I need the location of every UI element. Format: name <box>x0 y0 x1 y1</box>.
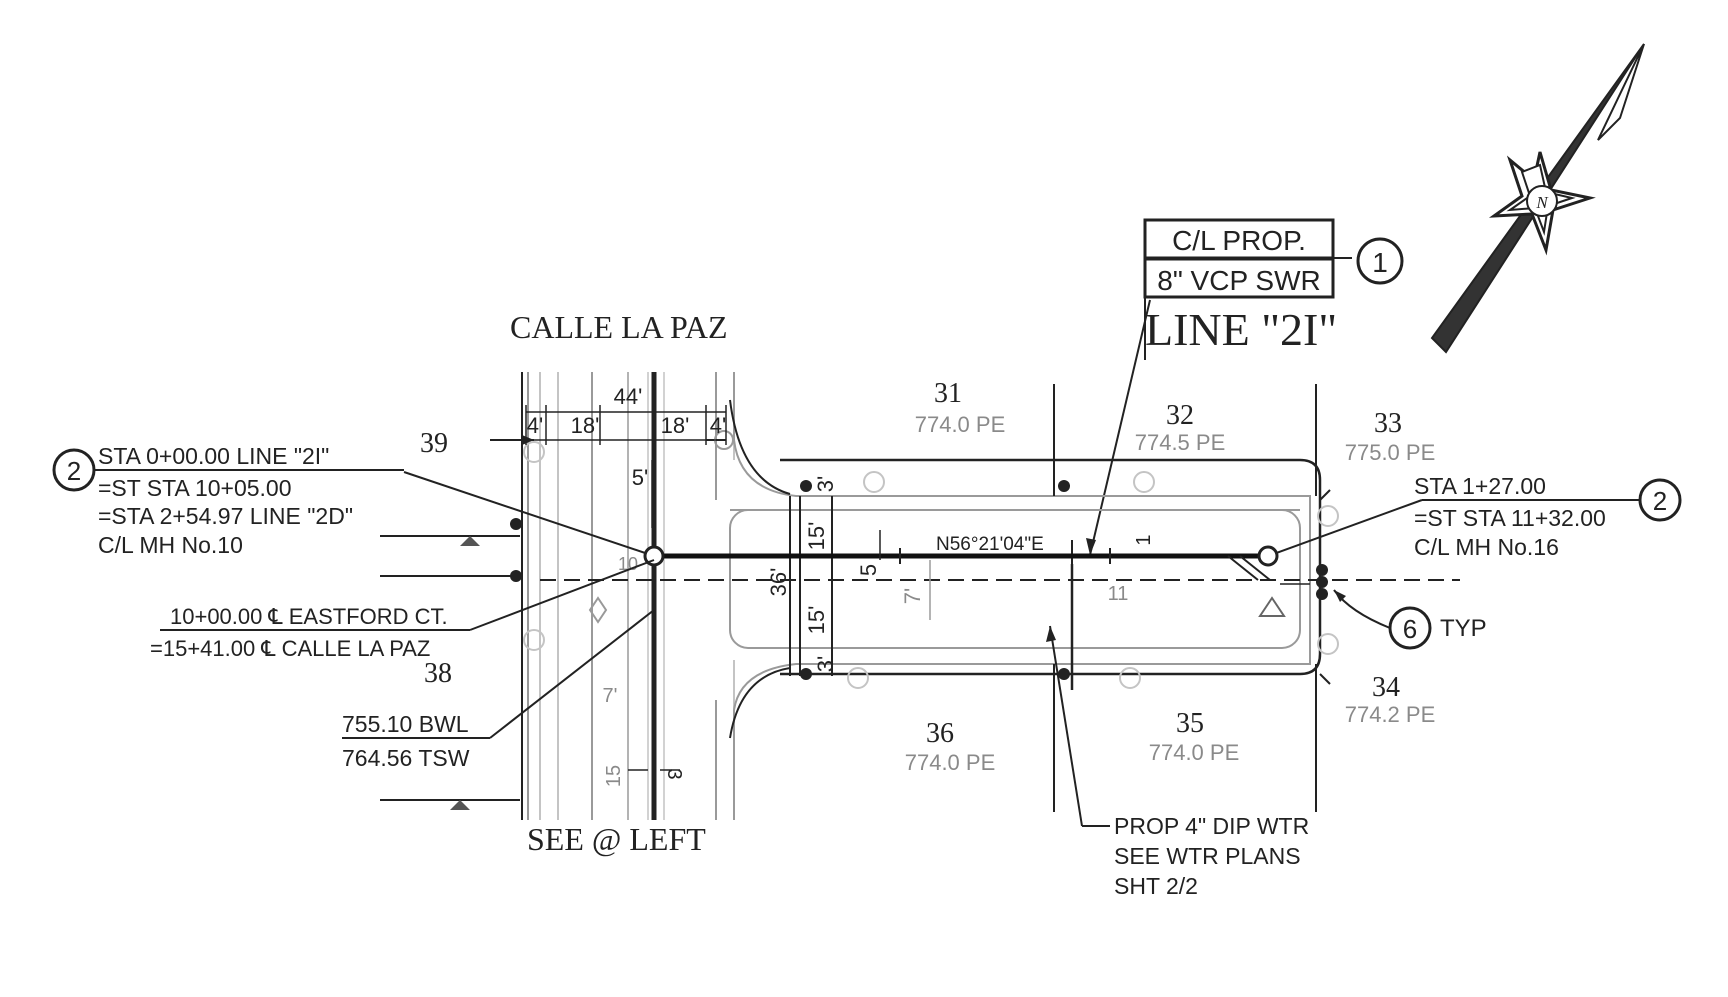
lot-35-pad: 774.0 PE <box>1149 740 1240 765</box>
water-note: PROP 4" DIP WTR SEE WTR PLANS SHT 2/2 <box>1046 625 1309 899</box>
lot-34-pad: 774.2 PE <box>1345 702 1436 727</box>
lot-31-pad: 774.0 PE <box>915 412 1006 437</box>
cross-section-dims: 3' 15' 36' 15' 3' 5 7' 11 1 7' 15 3 10 <box>603 476 1155 787</box>
right-manhole-callout: 2 STA 1+27.00 =ST STA 11+32.00 C/L MH No… <box>1414 473 1682 560</box>
dim-seg-3: 18' <box>661 413 690 438</box>
dim-left-3: 3 <box>663 768 685 779</box>
typ-callout-number: 6 <box>1403 614 1417 644</box>
dim-seg-1: 4' <box>527 413 543 438</box>
lot-36-number: 36 <box>926 718 954 749</box>
dim-seg-4: 4' <box>710 413 726 438</box>
manhole-no16 <box>1257 545 1279 567</box>
left-manhole-callout: 2 STA 0+00.00 LINE "2I" =ST STA 10+05.00… <box>52 443 404 558</box>
dim-36: 36' <box>766 568 791 597</box>
dim-15-top: 15' <box>804 522 829 551</box>
tick-1-label: 1 <box>1133 534 1155 545</box>
lot-31-number: 31 <box>934 378 962 409</box>
lot-32-pad: 774.5 PE <box>1135 430 1226 455</box>
dim-15-bottom: 15' <box>804 606 829 635</box>
intersection-note: 10+00.00 ℄ EASTFORD CT. =15+41.00 ℄ CALL… <box>150 559 655 661</box>
tick-11-label: 11 <box>1108 583 1129 605</box>
north-letter: N <box>1535 193 1549 212</box>
right-mh-line3: C/L MH No.16 <box>1414 534 1559 560</box>
dim-left-10: 10 <box>618 554 638 574</box>
eastford-court <box>729 372 1331 820</box>
dim-center-5: 5 <box>856 564 881 576</box>
manhole-no10 <box>643 545 665 567</box>
lot-36-pad: 774.0 PE <box>905 750 996 775</box>
left-mh-line3: =STA 2+54.97 LINE "2D" <box>98 503 353 529</box>
sewer-label-line2: 8" VCP SWR <box>1157 265 1320 296</box>
water-note-line2: SEE WTR PLANS <box>1114 843 1301 869</box>
line-name: LINE "2I" <box>1145 304 1337 355</box>
right-mh-line1: STA 1+27.00 <box>1414 473 1546 499</box>
row-width-label: 44' <box>614 384 643 409</box>
sewer-label-box: C/L PROP. 8" VCP SWR 1 LINE "2I" <box>1086 218 1404 556</box>
right-callout-number: 2 <box>1653 486 1667 516</box>
left-mh-line2: =ST STA 10+05.00 <box>98 475 292 501</box>
intersection-line2: =15+41.00 ℄ CALLE LA PAZ <box>150 636 430 661</box>
see-left-note: SEE @ LEFT <box>527 821 706 857</box>
dim-3-bottom: 3' <box>813 656 838 672</box>
dim-seg-2: 18' <box>571 413 600 438</box>
water-note-line3: SHT 2/2 <box>1114 873 1198 899</box>
bearing-label: N56°21'04"E <box>936 534 1044 555</box>
lot-38-number: 38 <box>424 658 452 689</box>
lot-35-number: 35 <box>1176 708 1204 739</box>
water-note-line1: PROP 4" DIP WTR <box>1114 813 1309 839</box>
typ-callout-text: TYP <box>1440 615 1487 642</box>
north-arrow: N <box>1430 43 1645 354</box>
intersection-line1: 10+00.00 ℄ EASTFORD CT. <box>170 604 448 629</box>
left-mh-line4: C/L MH No.10 <box>98 532 243 558</box>
lot-34-number: 34 <box>1372 672 1400 703</box>
street-name: CALLE LA PAZ <box>510 309 728 345</box>
dim-3-top: 3' <box>813 476 838 492</box>
sewer-label-line1: C/L PROP. <box>1172 225 1306 256</box>
lot-labels: 31 774.0 PE 32 774.5 PE 33 775.0 PE 34 7… <box>420 378 1435 775</box>
left-callout-number: 2 <box>67 456 81 486</box>
lot-33-number: 33 <box>1374 408 1402 439</box>
elevation-note: 755.10 BWL 764.56 TSW <box>342 609 655 771</box>
dim-left-15: 15 <box>603 765 625 787</box>
left-mh-line1: STA 0+00.00 LINE "2I" <box>98 443 329 469</box>
dim-left-7: 7' <box>603 685 618 707</box>
typ-callout: 6 TYP <box>1333 589 1487 650</box>
offset-5-label: 5' <box>632 465 648 490</box>
proposed-sewer-main <box>403 471 1460 690</box>
elevation-tsw: 764.56 TSW <box>342 745 470 771</box>
callout-1-number: 1 <box>1372 247 1388 278</box>
lot-33-pad: 775.0 PE <box>1345 440 1436 465</box>
dim-center-7: 7' <box>900 588 925 604</box>
row-dimensions: 44' 4' 18' 18' 4' 5' <box>525 384 727 528</box>
elevation-bwl: 755.10 BWL <box>342 711 469 737</box>
lot-32-number: 32 <box>1166 400 1194 431</box>
lot-39-number: 39 <box>420 428 448 459</box>
right-mh-line2: =ST STA 11+32.00 <box>1414 505 1606 531</box>
